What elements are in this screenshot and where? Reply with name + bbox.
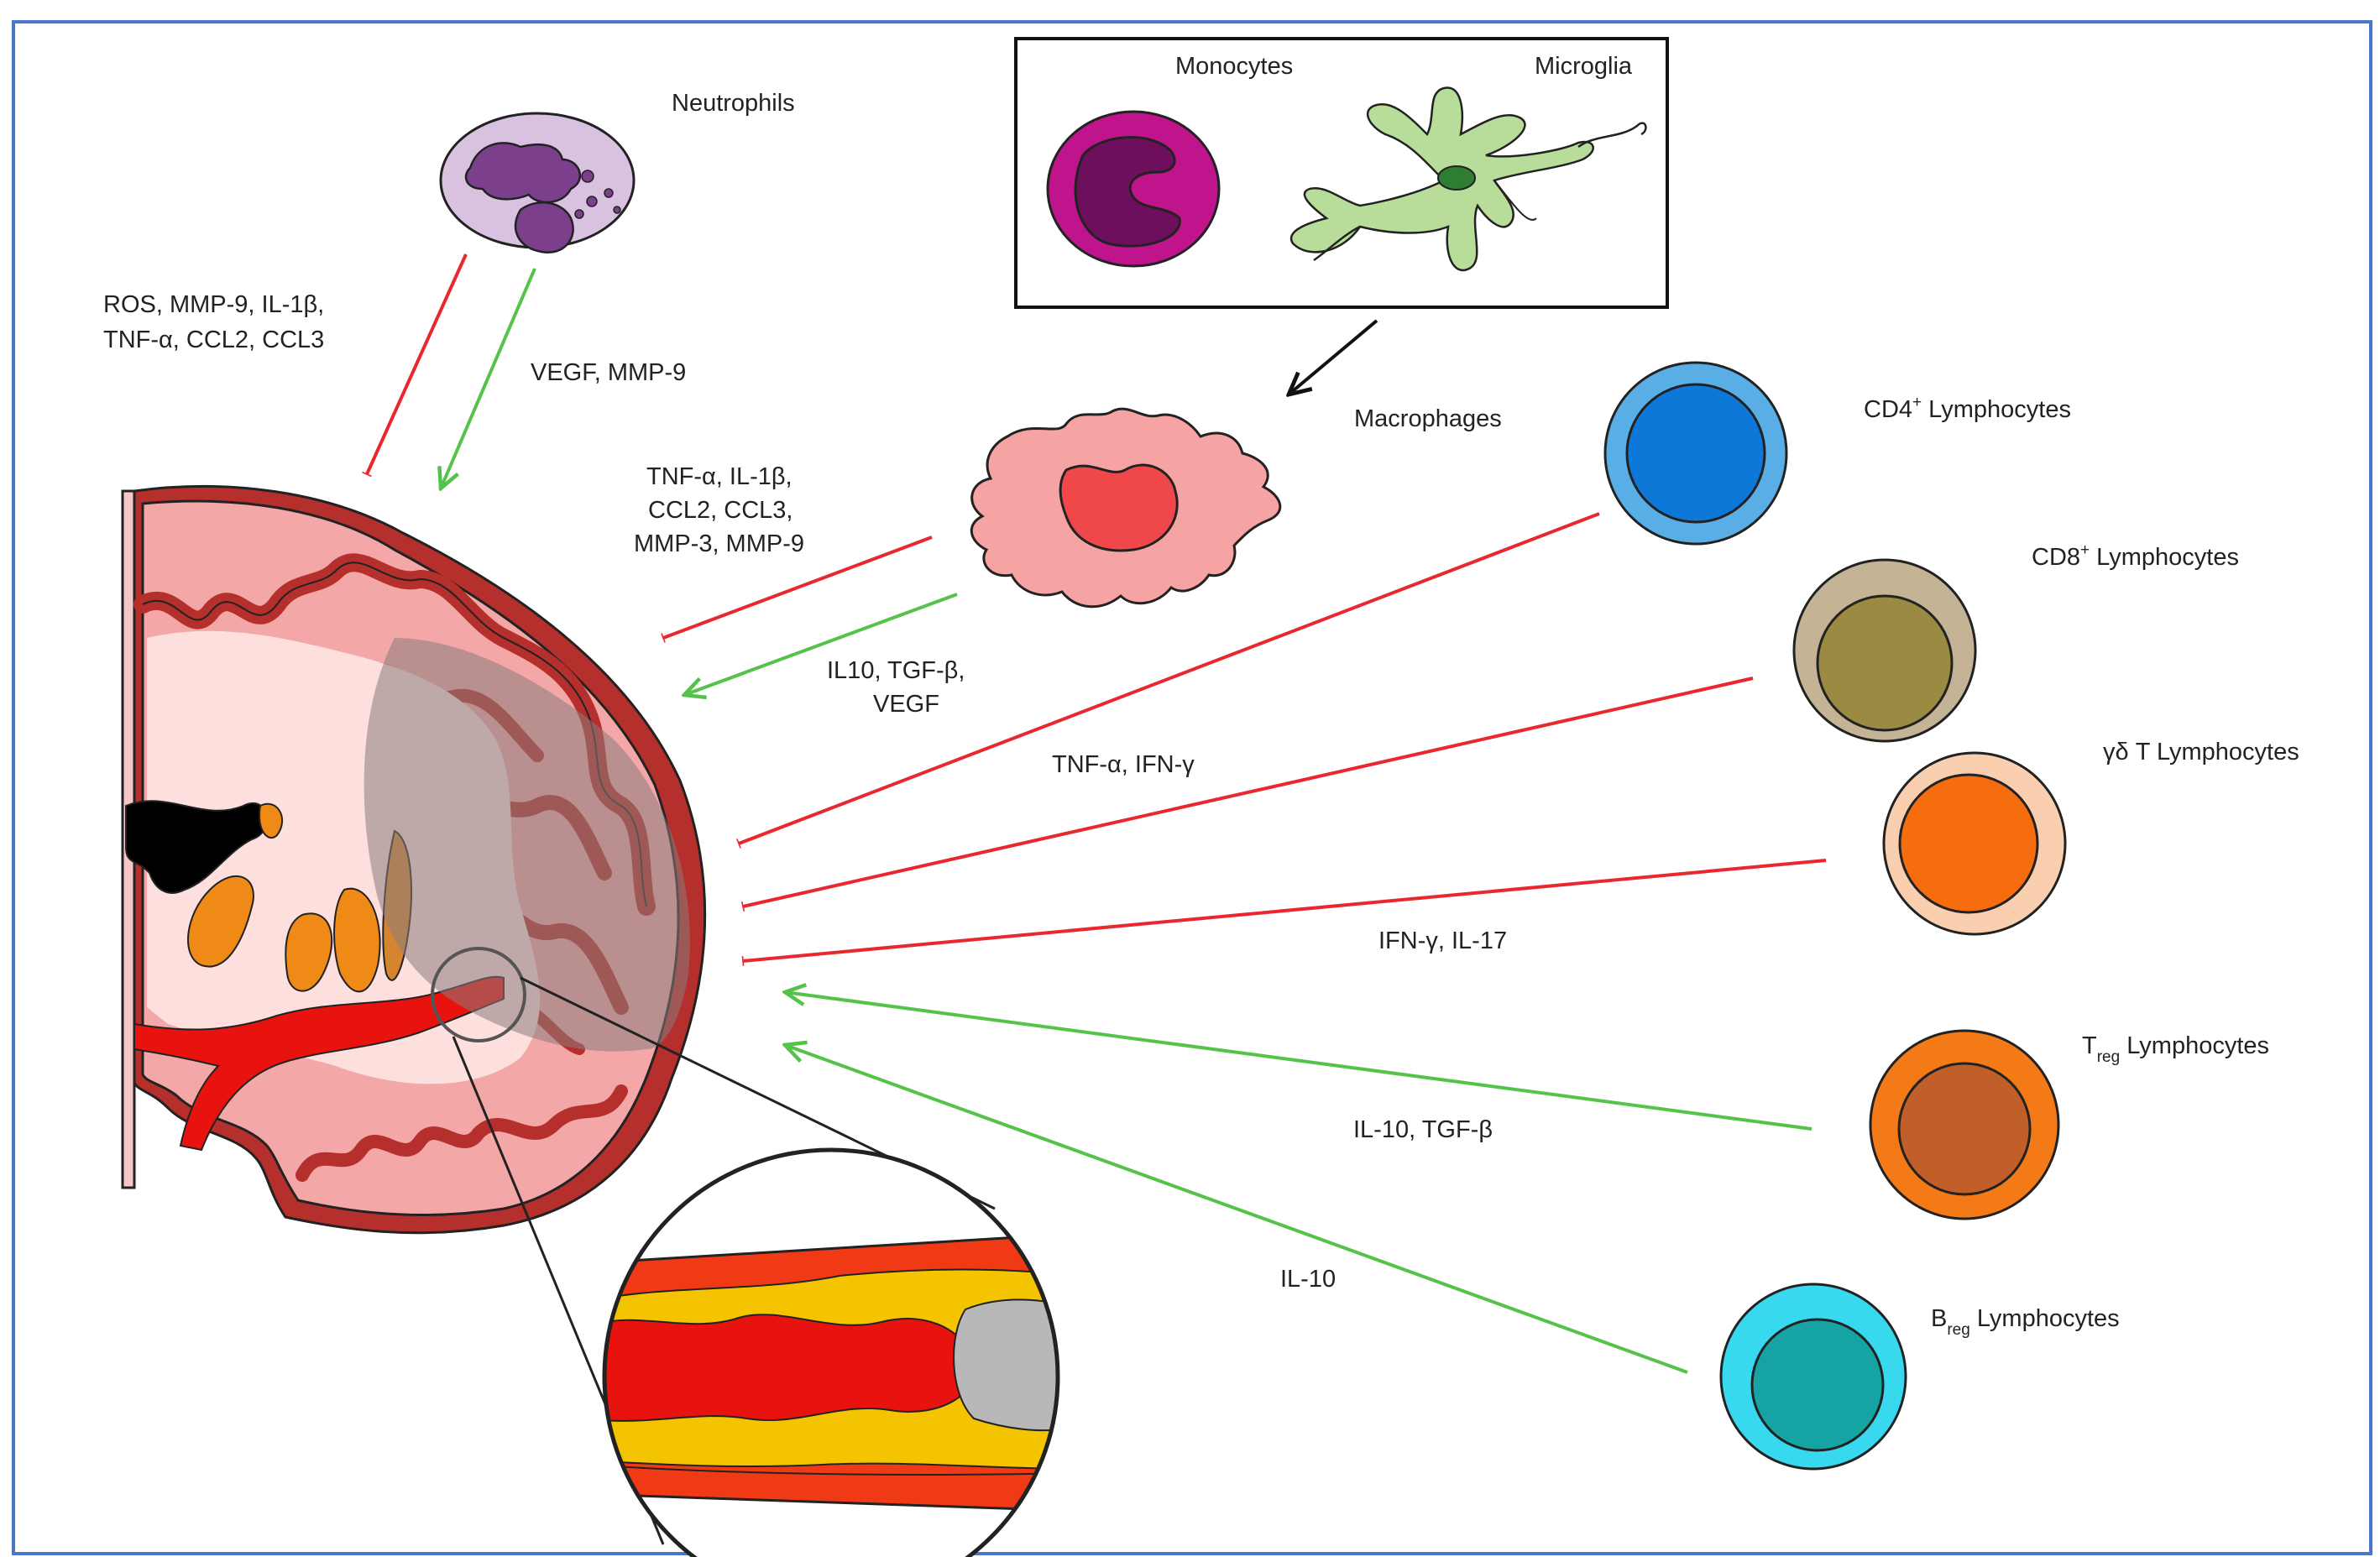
neutrophil-harm-text-1: ROS, MMP-9, IL-1β,: [103, 291, 324, 318]
neutrophil-harm-text-2: TNF-α, CCL2, CCL3: [103, 327, 324, 353]
macrophages-label: Macrophages: [1354, 405, 1502, 432]
treg-protect-text: IL-10, TGF-β: [1353, 1116, 1493, 1143]
treg-lymphocyte: [1870, 1031, 2058, 1219]
gd-t-lymphocyte: [1884, 753, 2065, 934]
breg-protect-text: IL-10: [1280, 1266, 1336, 1293]
cd8-lymphocyte: [1794, 560, 1975, 741]
breg-lymphocyte: [1721, 1284, 1906, 1469]
lymph-harm-text-1: TNF-α, IFN-γ: [1052, 751, 1195, 778]
neutrophil-protect-text: VEGF, MMP-9: [531, 359, 686, 386]
cd4-label: CD4+ Lymphocytes: [1864, 394, 2071, 423]
lymph-harm-text-2: IFN-γ, IL-17: [1378, 927, 1507, 954]
microglia-label: Microglia: [1535, 53, 1633, 80]
gd-label: γδ T Lymphocytes: [2103, 739, 2299, 765]
macrophage-protect-text-2: VEGF: [873, 691, 939, 718]
macrophage-harm-text-1: TNF-α, IL-1β,: [646, 463, 792, 490]
macrophage-protect-text-1: IL10, TGF-β,: [827, 657, 965, 684]
monocyte-cell: [1048, 112, 1219, 266]
monocytes-label: Monocytes: [1175, 53, 1293, 80]
macrophage-harm-text-2: CCL2, CCL3,: [648, 497, 792, 524]
macrophage-harm-text-3: MMP-3, MMP-9: [634, 530, 804, 557]
cd8-label: CD8+ Lymphocytes: [2032, 541, 2239, 571]
cd4-lymphocyte: [1605, 363, 1786, 544]
neutrophils-label: Neutrophils: [672, 90, 795, 117]
